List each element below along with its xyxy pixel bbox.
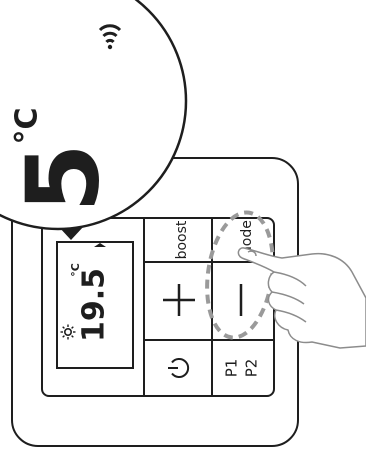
power-button[interactable] xyxy=(145,341,211,395)
lcd-wifi-icon xyxy=(94,243,106,247)
lcd-temperature: 19.5 xyxy=(77,268,112,342)
program-1-label: P1 xyxy=(223,359,241,378)
touch-gesture xyxy=(205,210,366,349)
boost-button-label: boost xyxy=(174,220,190,259)
zoom-unit: °C xyxy=(10,107,45,144)
pointing-hand-icon xyxy=(237,247,366,349)
magnified-display-callout: °C 5 xyxy=(0,0,188,240)
zoom-wifi-icon xyxy=(98,24,122,50)
power-icon xyxy=(168,358,190,378)
lcd-frame xyxy=(56,241,134,369)
sun-icon xyxy=(60,324,76,340)
magnifier-circle xyxy=(0,0,188,231)
program-button[interactable]: P1 P2 xyxy=(213,341,273,395)
minus-button[interactable] xyxy=(213,263,273,339)
lcd-screen: 19.5 °C xyxy=(56,241,134,369)
boost-button[interactable]: boost xyxy=(145,219,211,261)
lcd-unit: °C xyxy=(69,263,82,277)
plus-button[interactable] xyxy=(145,263,211,339)
program-2-label: P2 xyxy=(243,359,261,378)
zoom-temperature-digit: 5 xyxy=(4,143,121,213)
